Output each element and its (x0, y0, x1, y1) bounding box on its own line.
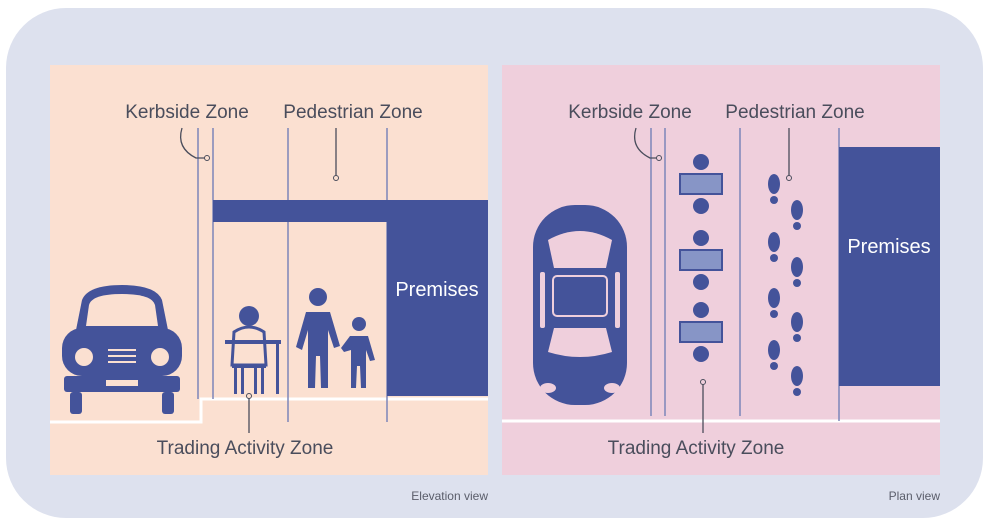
plan-panel: Premises (502, 65, 940, 475)
elevation-panel: Premises (50, 65, 488, 475)
car-front-icon (62, 285, 182, 414)
plan-leader-dots (656, 155, 792, 385)
elevation-premises-label: Premises (395, 279, 478, 301)
cafe-table-icon (679, 302, 723, 362)
cafe-table-icon (679, 154, 723, 214)
plan-premises-block (839, 147, 940, 386)
plan-leaders (633, 127, 790, 433)
seated-diner-icon (225, 306, 281, 394)
plan-kerbside-label: Kerbside Zone (568, 102, 692, 123)
pedestrian-adult-child-icon (296, 288, 375, 388)
car-top-icon (533, 205, 627, 405)
elevation-caption: Elevation view (411, 489, 488, 503)
plan-pedestrian-label: Pedestrian Zone (725, 102, 864, 123)
plan-premises-label: Premises (847, 236, 930, 258)
cafe-table-icon (679, 230, 723, 290)
elevation-pedestrian-label: Pedestrian Zone (283, 102, 422, 123)
footprints-icon (768, 174, 803, 396)
elevation-kerbside-label: Kerbside Zone (125, 102, 249, 123)
plan-caption: Plan view (889, 489, 941, 503)
elevation-ground-line (50, 397, 488, 424)
awning (213, 200, 388, 222)
elevation-trading-label: Trading Activity Zone (157, 438, 334, 459)
elevation-premises-block (387, 200, 488, 396)
elevation-leaders (179, 127, 337, 433)
elevation-leader-dots (204, 155, 339, 399)
plan-trading-label: Trading Activity Zone (608, 438, 785, 459)
